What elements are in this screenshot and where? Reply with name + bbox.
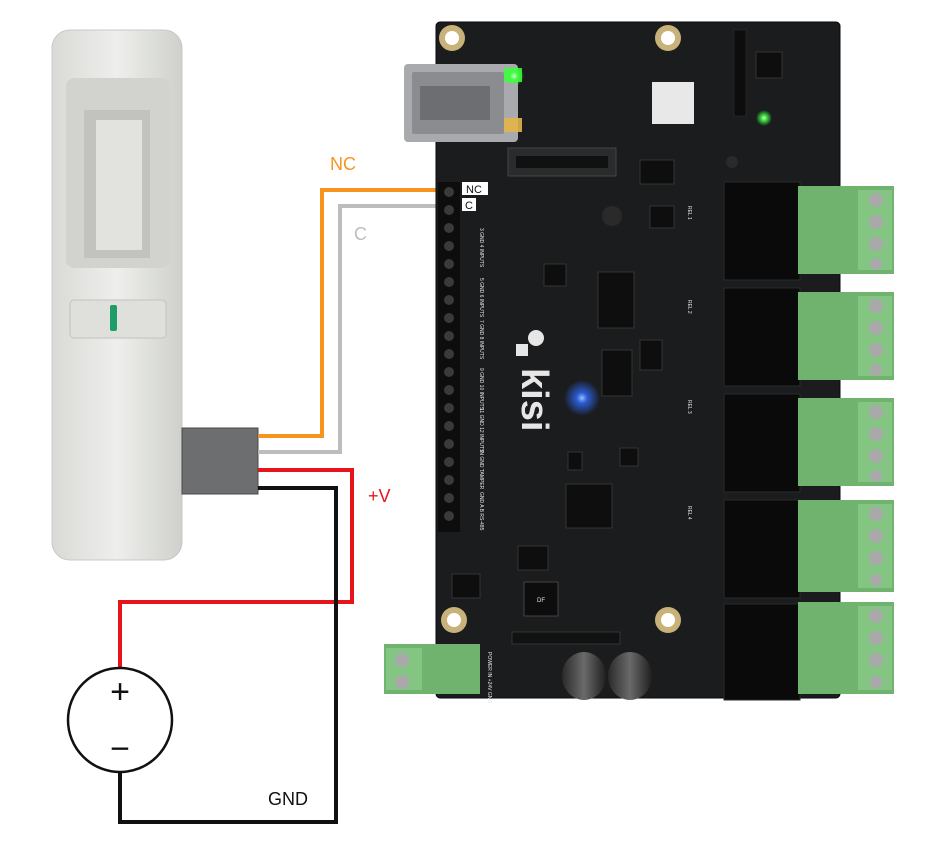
input-label-2: 5 GND 6 INPUTS — [478, 278, 484, 318]
relay-terminal-blocks — [798, 186, 894, 694]
power-plus-symbol: + — [110, 673, 130, 711]
input-label-1: 3 GND 4 INPUTS — [478, 228, 484, 268]
relay-label-3: REL 3 — [686, 400, 692, 414]
power-in-label: POWER IN +24V GND — [486, 652, 492, 703]
wires — [118, 188, 445, 824]
c-wire-label: C — [354, 224, 367, 244]
power-minus-symbol: − — [110, 730, 130, 768]
relays — [723, 181, 801, 701]
kisi-controller-board: NC C 3 GND 4 INPUTS 5 GND 6 INPUTS 7 GND… — [384, 21, 894, 703]
nc-wire-label: NC — [330, 154, 356, 174]
sensor-indicator-led — [110, 305, 117, 331]
relay-label-1: REL 1 — [686, 206, 692, 220]
brand-text: kisi — [513, 368, 555, 431]
ethernet-port — [404, 64, 522, 142]
terminal-c-label: C — [465, 200, 473, 212]
mounting-holes — [439, 25, 681, 633]
terminal-nc-label: NC — [466, 184, 482, 196]
vplus-wire — [118, 468, 354, 668]
input-label-5: 11 GND 12 INPUTS — [478, 408, 484, 453]
capacitors — [562, 652, 652, 700]
df-button-label: DF — [537, 598, 545, 604]
input-label-3: 7 GND 8 INPUTS — [478, 320, 484, 360]
vplus-wire-label: +V — [368, 486, 391, 506]
relay-label-4: REL 4 — [686, 506, 692, 520]
relay-label-2: REL 2 — [686, 300, 692, 314]
input-terminal-strip — [438, 182, 460, 532]
input-label-7: GND A B RS-485 — [478, 492, 484, 531]
input-label-6: IN GND TAMPER — [478, 450, 484, 490]
c-wire — [258, 204, 445, 454]
motion-sensor — [51, 29, 183, 561]
kisi-logo: kisi — [513, 330, 555, 431]
input-label-4: 9 GND 10 INPUTS — [478, 368, 484, 411]
gnd-wire — [118, 486, 338, 824]
power-source-symbol: + − — [66, 666, 174, 774]
ethernet-link-led — [504, 66, 524, 86]
gnd-wire-label: GND — [268, 789, 308, 809]
status-led — [756, 110, 772, 126]
sensor-cable-gland — [181, 427, 259, 495]
center-status-led — [564, 380, 600, 416]
nc-wire — [258, 188, 445, 438]
power-terminal-block — [384, 644, 480, 694]
